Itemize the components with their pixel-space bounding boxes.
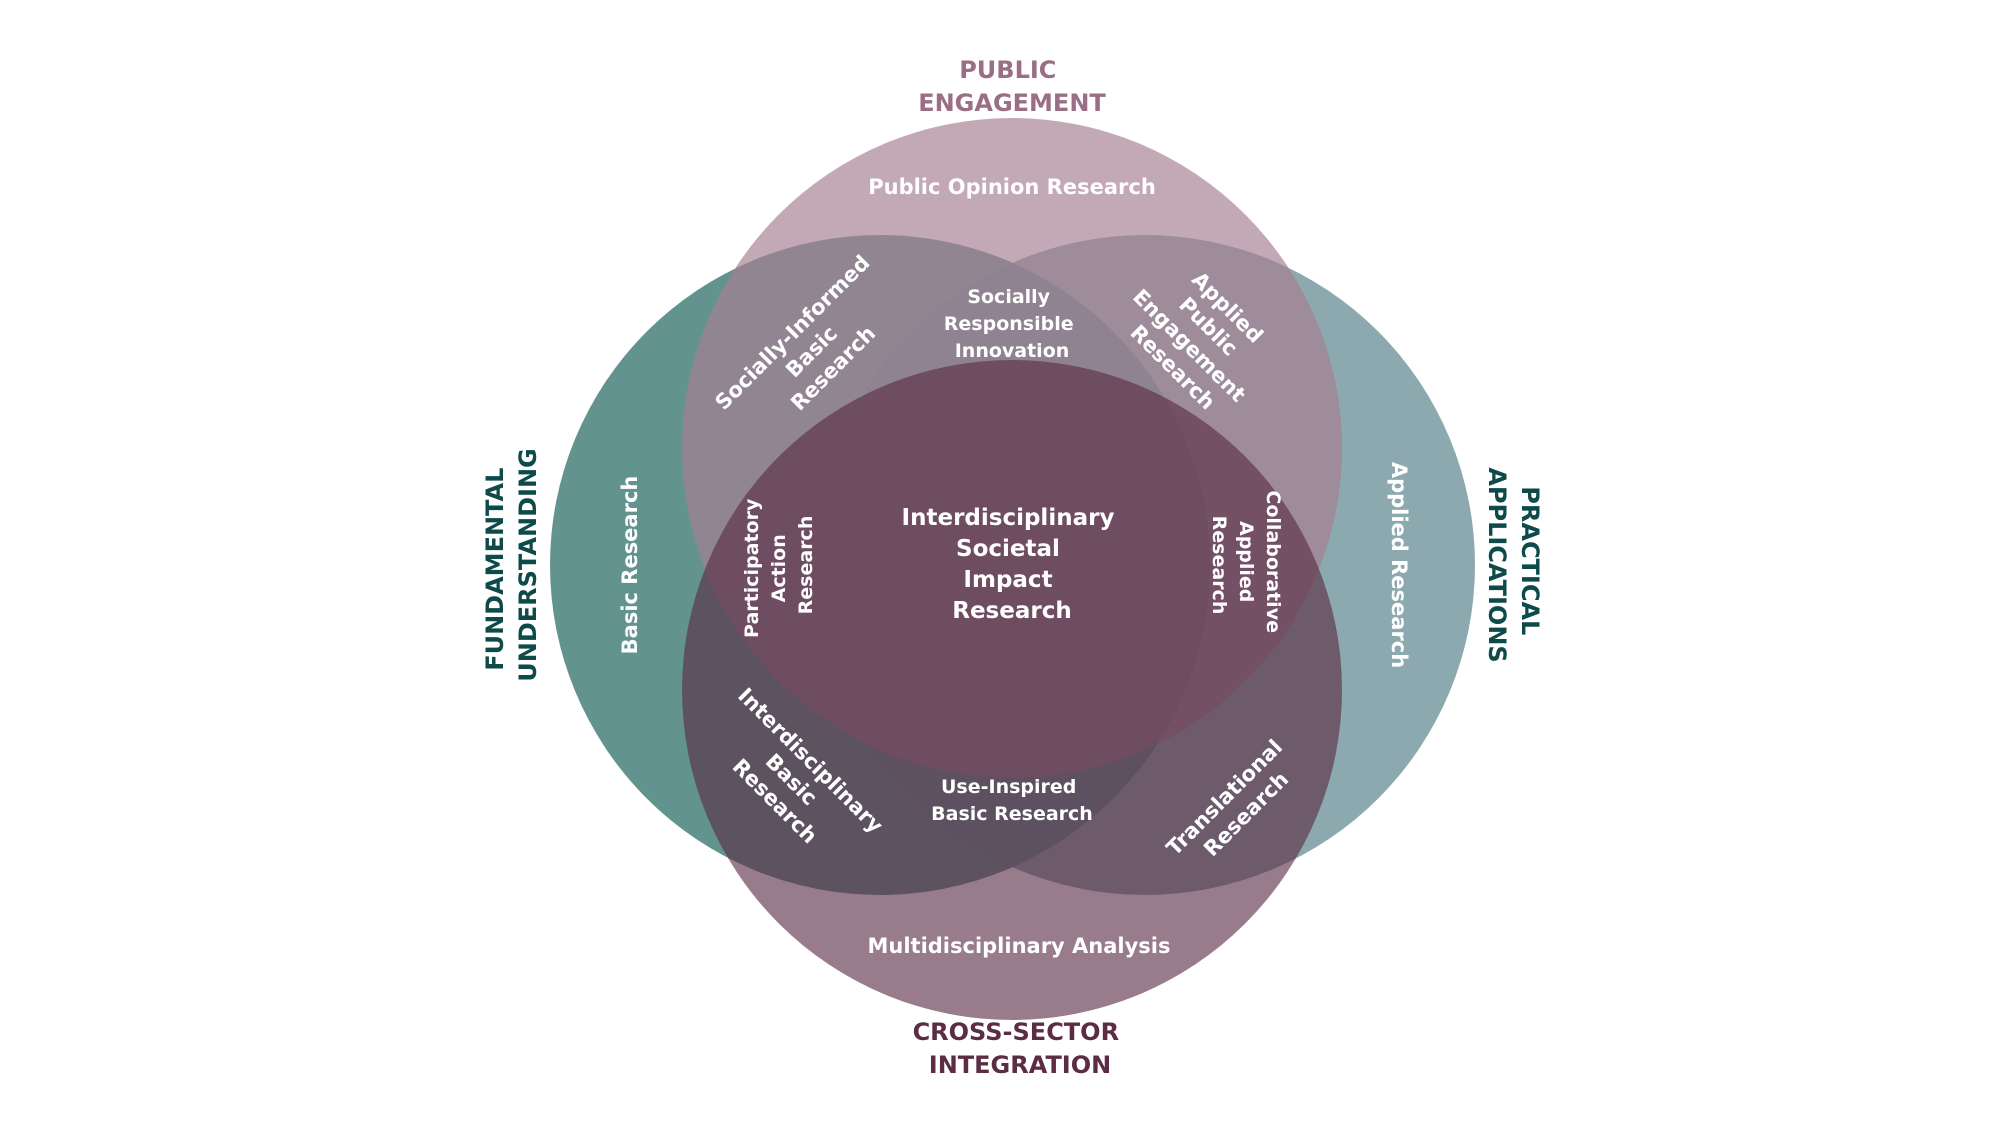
region-multidisciplinary-analysis: Multidisciplinary Analysis bbox=[867, 934, 1170, 958]
cross-sector-integration-circle bbox=[682, 360, 1342, 1020]
region-interdisciplinary-societal-impact-research: Interdisciplinary Societal Impact Resear… bbox=[902, 505, 1123, 624]
region-basic-research: Basic Research bbox=[618, 476, 642, 655]
region-applied-research: Applied Research bbox=[1387, 462, 1411, 668]
region-participatory-action-research: Participatory Action Research bbox=[741, 492, 817, 638]
label-cross-sector-integration: CROSS-SECTOR INTEGRATION bbox=[913, 1018, 1128, 1079]
region-socially-responsible-innovation: Socially Responsible Innovation bbox=[944, 286, 1080, 362]
region-use-inspired-basic-research: Use-Inspired Basic Research bbox=[931, 776, 1093, 825]
region-public-opinion-research: Public Opinion Research bbox=[868, 175, 1156, 199]
region-collaborative-applied-research: Collaborative Applied Research bbox=[1208, 490, 1284, 639]
label-fundamental-understanding: FUNDAMENTAL UNDERSTANDING bbox=[481, 448, 542, 681]
label-public-engagement: PUBLIC ENGAGEMENT bbox=[918, 56, 1106, 117]
label-practical-applications: PRACTICAL APPLICATIONS bbox=[1483, 467, 1544, 662]
